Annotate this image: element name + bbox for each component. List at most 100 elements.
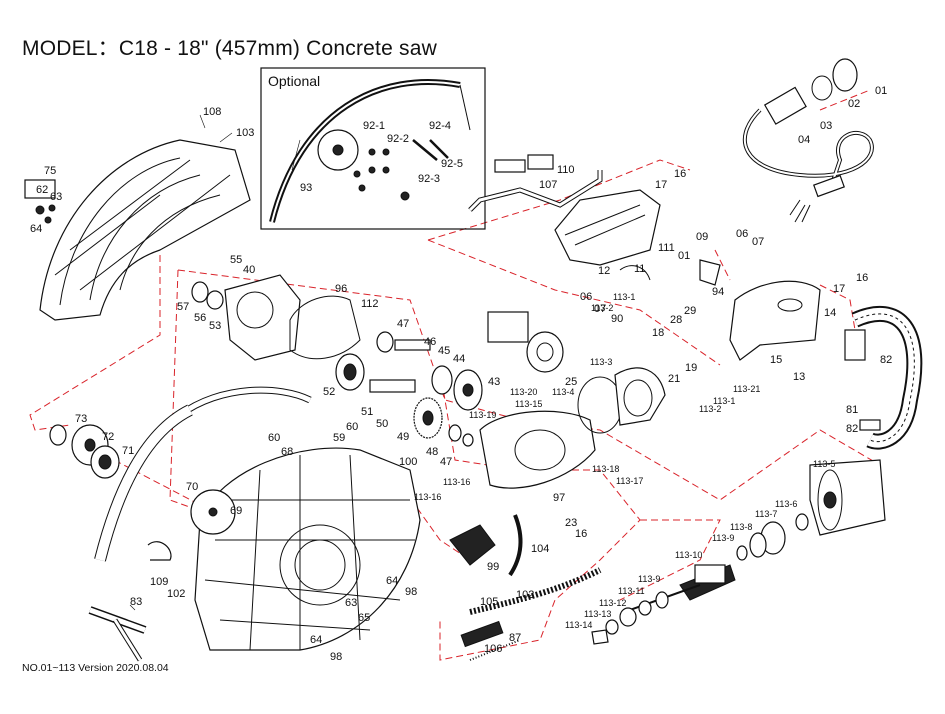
label-113-1a: 113-1	[613, 292, 635, 302]
label-113-20: 113-20	[510, 387, 537, 397]
label-19: 19	[685, 362, 697, 374]
gear-assembly	[191, 274, 483, 447]
label-13: 13	[793, 371, 805, 383]
label-17b: 17	[655, 179, 667, 191]
label-64a: 64	[30, 223, 42, 235]
label-94: 94	[712, 286, 724, 298]
label-16b: 16	[674, 168, 686, 180]
label-01b: 01	[678, 250, 690, 262]
label-113-15: 113-15	[515, 399, 542, 409]
label-113-9b: 113-9	[638, 574, 660, 584]
label-113-17: 113-17	[616, 476, 643, 486]
label-92-3: 92-3	[418, 173, 440, 185]
label-11: 11	[634, 263, 645, 275]
rear-handle	[729, 280, 923, 450]
label-113-1b: 113-1	[713, 396, 735, 406]
label-109: 109	[150, 576, 168, 588]
label-46: 46	[424, 336, 436, 348]
label-110: 110	[557, 164, 575, 176]
label-113-10: 113-10	[675, 550, 702, 560]
label-69: 69	[230, 505, 242, 517]
label-113-19: 113-19	[469, 410, 496, 420]
optional-box: Optional	[260, 67, 486, 230]
label-113-18: 113-18	[592, 464, 619, 474]
label-71: 71	[122, 445, 134, 457]
label-87: 87	[509, 632, 521, 644]
label-111: 111	[658, 242, 675, 254]
label-17a: 17	[833, 283, 845, 295]
power-cord	[742, 58, 874, 223]
label-07a: 07	[752, 236, 764, 248]
label-03: 03	[820, 120, 832, 132]
label-92-4: 92-4	[429, 120, 451, 132]
label-51: 51	[361, 406, 373, 418]
label-113-2a: 113-2	[591, 303, 613, 313]
label-113-11: 113-11	[618, 586, 645, 596]
label-49: 49	[397, 431, 409, 443]
label-113-3: 113-3	[590, 357, 612, 367]
label-60b: 60	[268, 432, 280, 444]
label-55: 55	[230, 254, 242, 266]
optional-label: Optional	[268, 73, 320, 89]
label-68: 68	[281, 446, 293, 458]
motor-assembly	[591, 459, 886, 645]
label-81: 81	[846, 404, 858, 416]
label-15: 15	[770, 354, 782, 366]
label-97: 97	[553, 492, 565, 504]
label-04: 04	[798, 134, 810, 146]
label-64b: 64	[386, 575, 398, 587]
label-113-8: 113-8	[730, 522, 752, 532]
label-21: 21	[668, 373, 680, 385]
label-47a: 47	[397, 318, 409, 330]
label-92-5: 92-5	[441, 158, 463, 170]
belt-housing	[479, 311, 666, 489]
label-18: 18	[652, 327, 664, 339]
label-113-13: 113-13	[584, 609, 611, 619]
label-23: 23	[565, 517, 577, 529]
lower-blade-guard	[94, 386, 421, 651]
label-50: 50	[376, 418, 388, 430]
label-59: 59	[333, 432, 345, 444]
misc-parts	[88, 514, 602, 662]
label-113-9a: 113-9	[712, 533, 734, 543]
label-44: 44	[453, 353, 465, 365]
label-12: 12	[598, 265, 610, 277]
label-113-6: 113-6	[775, 499, 797, 509]
label-96: 96	[335, 283, 347, 295]
label-07b: 07	[594, 303, 606, 315]
label-92-2: 92-2	[387, 133, 409, 145]
label-16c: 16	[575, 528, 587, 540]
label-52: 52	[323, 386, 335, 398]
label-98b: 98	[330, 651, 342, 663]
label-90: 90	[611, 313, 623, 325]
label-02: 02	[848, 98, 860, 110]
label-45: 45	[438, 345, 450, 357]
label-63a: 63	[50, 191, 62, 203]
label-113-16a: 113-16	[443, 477, 470, 487]
label-113-4: 113-4	[552, 387, 574, 397]
label-105: 105	[480, 596, 498, 608]
part-labels: 01 02 03 04 06 07 06 07 09 01 11 12 13 1…	[30, 85, 892, 663]
label-29: 29	[684, 305, 696, 317]
label-113-5: 113-5	[813, 459, 835, 469]
label-73: 73	[75, 413, 87, 425]
label-106: 106	[484, 643, 502, 655]
label-60a: 60	[346, 421, 358, 433]
label-98a: 98	[405, 586, 417, 598]
upper-blade-guard	[24, 139, 251, 321]
label-70: 70	[186, 481, 198, 493]
label-62: 62	[36, 184, 48, 196]
label-06a: 06	[736, 228, 748, 240]
blade-flanges	[49, 424, 120, 479]
label-64c: 64	[310, 634, 322, 646]
label-25: 25	[565, 376, 577, 388]
label-113-21: 113-21	[733, 384, 760, 394]
leader-lines	[129, 114, 301, 611]
label-16a: 16	[856, 272, 868, 284]
label-28: 28	[670, 314, 682, 326]
label-83: 83	[130, 596, 142, 608]
version-note: NO.01~113 Version 2020.08.04	[22, 662, 169, 674]
label-113-2b: 113-2	[699, 404, 721, 414]
label-113-14: 113-14	[565, 620, 592, 630]
